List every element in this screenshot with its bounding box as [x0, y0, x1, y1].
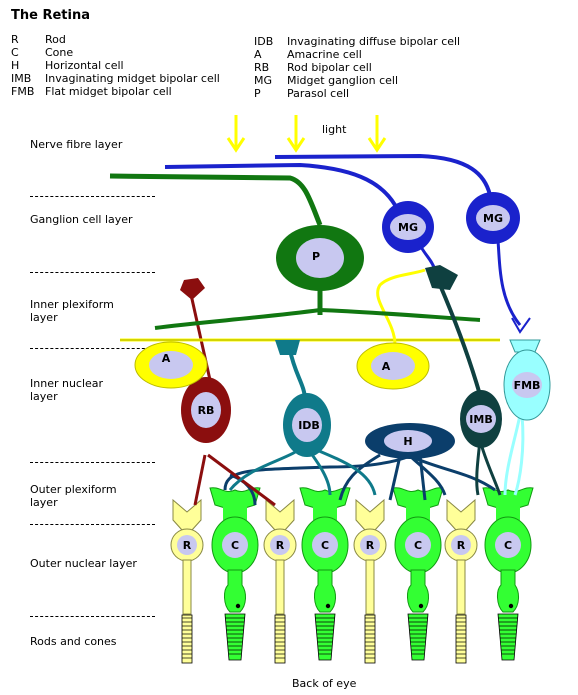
legend-name: Cone	[45, 46, 74, 59]
legend-item: H Horizontal cell	[11, 59, 220, 72]
midget-ganglion-cell-1: MG	[164, 162, 437, 271]
layer-label-inner-nuclear: Inner nuclear layer	[30, 377, 104, 403]
cell-label: A	[162, 352, 171, 365]
legend-abbr: A	[254, 48, 262, 61]
legend-item: P Parasol cell	[254, 87, 460, 100]
legend-name: Rod	[45, 33, 66, 46]
layer-label-nerve-fibre: Nerve fibre layer	[30, 138, 123, 151]
rod-cell: R	[353, 498, 387, 664]
legend-right: IDB Invaginating diffuse bipolar cell A Am…	[254, 35, 460, 100]
cell-label: IMB	[469, 413, 492, 426]
light-label: light	[322, 123, 347, 136]
light-arrow-icon	[226, 115, 246, 153]
cone-cell: C	[482, 487, 534, 661]
rod-cell: R	[263, 498, 297, 664]
layer-divider	[30, 524, 155, 525]
cell-label: C	[231, 539, 239, 552]
layer-divider	[30, 272, 155, 273]
legend-name: Rod bipolar cell	[287, 61, 372, 74]
imb-cell: IMB	[425, 265, 502, 496]
cell-label: MG	[398, 221, 418, 234]
legend-item: FMB Flat midget bipolar cell	[11, 85, 220, 98]
legend-name: Invaginating midget bipolar cell	[45, 72, 220, 85]
parasol-cell: P	[109, 173, 481, 330]
horizontal-cell: H	[223, 423, 496, 506]
legend-abbr: MG	[254, 74, 273, 87]
cell-label: R	[183, 539, 192, 552]
amacrine-cell-right: A	[356, 268, 430, 390]
cell-label: IDB	[298, 419, 320, 432]
legend-item: RB Rod bipolar cell	[254, 61, 460, 74]
cone-cell: C	[392, 487, 444, 661]
layer-label-outer-nuclear: Outer nuclear layer	[30, 557, 137, 570]
back-of-eye-label: Back of eye	[292, 677, 357, 690]
cell-label: C	[321, 539, 329, 552]
cell-label: R	[457, 539, 466, 552]
legend-abbr: P	[254, 87, 261, 100]
cone-cell: C	[299, 487, 351, 661]
legend-abbr: FMB	[11, 85, 35, 98]
legend-name: Horizontal cell	[45, 59, 124, 72]
layer-divider	[30, 196, 155, 197]
light-arrow-icon	[286, 115, 306, 153]
legend-item: IDB Invaginating diffuse bipolar cell	[254, 35, 460, 48]
cell-label: R	[276, 539, 285, 552]
legend-abbr: IMB	[11, 72, 32, 85]
cell-label: H	[403, 435, 412, 448]
layer-label-outer-plexiform: Outer plexiform layer	[30, 483, 117, 509]
cell-label: R	[366, 539, 375, 552]
legend-item: IMB Invaginating midget bipolar cell	[11, 72, 220, 85]
layer-divider	[30, 348, 155, 349]
legend-item: A Amacrine cell	[254, 48, 460, 61]
light-arrow-icon	[367, 115, 387, 153]
legend-left: R Rod C Cone H Horizontal cell IMB Invaginat…	[11, 33, 220, 98]
cone-cell: C	[209, 487, 261, 661]
legend-item: MG Midget ganglion cell	[254, 74, 460, 87]
cell-label: P	[312, 250, 320, 263]
legend-name: Invaginating diffuse bipolar cell	[287, 35, 461, 48]
rod-cell: R	[444, 498, 478, 664]
cell-label: C	[504, 539, 512, 552]
layer-divider	[30, 616, 155, 617]
legend-abbr: RB	[254, 61, 270, 74]
cell-label: A	[382, 360, 391, 373]
layer-divider	[30, 462, 155, 463]
diagram-title: The Retina	[11, 8, 90, 23]
idb-cell: IDB	[228, 340, 377, 496]
light-arrows	[226, 115, 387, 153]
layer-label-ganglion: Ganglion cell layer	[30, 213, 133, 226]
legend-name: Midget ganglion cell	[287, 74, 399, 87]
legend-item: R Rod	[11, 33, 220, 46]
amacrine-cell-left: A	[120, 338, 500, 389]
legend-name: Amacrine cell	[287, 48, 362, 61]
legend-item: C Cone	[11, 46, 220, 59]
legend-name: Parasol cell	[287, 87, 350, 100]
rod-bipolar-cell: RB	[180, 278, 276, 507]
legend-abbr: IDB	[254, 35, 274, 48]
legend-abbr: C	[11, 46, 19, 59]
layer-label-inner-plexiform: Inner plexiform layer	[30, 298, 114, 324]
rod-cell: R	[170, 498, 204, 664]
midget-ganglion-cell-2: MG	[274, 153, 531, 334]
cell-label: RB	[198, 404, 215, 417]
legend-name: Flat midget bipolar cell	[45, 85, 172, 98]
legend-abbr: H	[11, 59, 20, 72]
layer-label-rods-cones: Rods and cones	[30, 635, 117, 648]
cell-label: FMB	[514, 379, 541, 392]
cell-label: C	[414, 539, 422, 552]
legend-abbr: R	[11, 33, 19, 46]
fmb-cell: FMB	[503, 339, 551, 496]
cell-label: MG	[483, 212, 503, 225]
